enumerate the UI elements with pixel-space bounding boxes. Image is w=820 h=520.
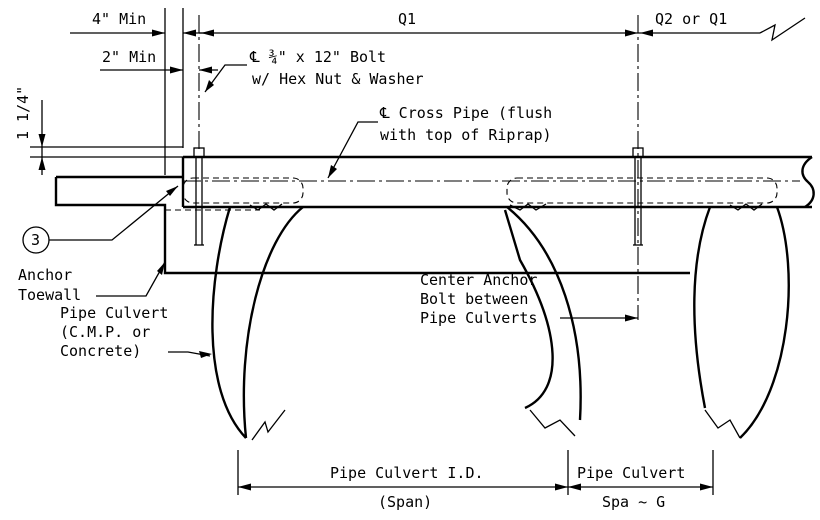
- pipe-culvert-spacing-label: Pipe Culvert: [577, 464, 685, 482]
- pipe-id-label: Pipe Culvert I.D.: [330, 464, 484, 482]
- culvert-leader-arrow: [199, 351, 212, 358]
- culvert-right-bottom-break: [704, 409, 741, 439]
- cross-pipe-callout-line2: with top of Riprap): [380, 126, 552, 144]
- center-anchor-line1: Center Anchor: [420, 271, 537, 289]
- note-3-leader: [49, 185, 179, 241]
- culvert-mid-inner: [503, 209, 554, 410]
- toewall: [54, 140, 690, 275]
- culvert-mid-break: [509, 203, 547, 211]
- culvert-openings: [182, 177, 778, 204]
- culvert-right-break: [729, 203, 763, 211]
- culvert-label-line1: Pipe Culvert: [60, 304, 168, 322]
- culvert-mid-outer: [506, 206, 582, 421]
- bolts: [193, 147, 644, 246]
- cross-pipe-break: [801, 156, 815, 209]
- bolt-left-nut: [193, 147, 205, 158]
- span-arrow-right: [555, 483, 568, 491]
- spacing-label: Spa ~ G: [602, 493, 665, 511]
- culvert-label-line2: (C.M.P. or: [60, 323, 150, 341]
- min2-arrow: [170, 66, 183, 74]
- riprap-dimension: 1 1/4": [14, 86, 183, 175]
- center-anchor-arrow: [625, 314, 638, 322]
- span-arrow-left: [238, 483, 251, 491]
- min4-arrow: [152, 29, 165, 37]
- opening-left: [182, 177, 304, 204]
- bolt-callout-line2: w/ Hex Nut & Washer: [252, 70, 424, 88]
- min2-label: 2" Min: [102, 48, 156, 66]
- cross-pipe-callout-line1: ℄ Cross Pipe (flush: [379, 104, 552, 122]
- riprap-arrow-top: [38, 134, 46, 147]
- cross-pipe-leader-arrow: [328, 165, 337, 178]
- anchor-leader: [96, 261, 166, 297]
- bolt-leader-arrow: [205, 80, 214, 92]
- callouts: ℄ ¾" x 12" Bolt w/ Hex Nut & Washer ℄ Cr…: [18, 48, 638, 360]
- culvert-left-bottom-break: [251, 409, 286, 441]
- riprap-arrow-bottom: [38, 157, 46, 170]
- anchor-label-line2: Toewall: [18, 286, 81, 304]
- q2-label: Q2 or Q1: [655, 10, 727, 28]
- q1-label: Q1: [398, 10, 416, 28]
- culvert-left-break: [249, 203, 283, 211]
- min2-arrow-right: [199, 66, 212, 74]
- culvert-label-line3: Concrete): [60, 342, 141, 360]
- culvert-left-inner: [242, 206, 304, 439]
- min4-label: 4" Min: [92, 10, 146, 28]
- q1-arrow-right: [625, 29, 638, 37]
- spacing-arrow-left: [568, 483, 581, 491]
- note-3-number: 3: [31, 231, 40, 249]
- bolt-callout-line1: ℄ ¾" x 12" Bolt: [249, 48, 386, 66]
- opening-right: [506, 177, 778, 204]
- bolt-right-nut: [632, 147, 644, 158]
- pipe-culverts: [211, 203, 790, 441]
- culvert-right-outer: [739, 206, 790, 439]
- riprap-dim-label: 1 1/4": [14, 86, 32, 140]
- culvert-left-outer: [211, 206, 247, 439]
- span-label: (Span): [378, 493, 432, 511]
- culvert-mid-bottom-break: [529, 409, 576, 437]
- q2-break-symbol: [759, 17, 806, 42]
- top-dimensions: 4" Min Q1 Q2 or Q1 2" Min: [70, 8, 806, 320]
- q1-arrow-left: [201, 29, 214, 37]
- anchor-label-line1: Anchor: [18, 266, 72, 284]
- q2-arrow-left: [640, 29, 653, 37]
- note-3-arrow: [166, 186, 178, 196]
- bottom-dimensions: Pipe Culvert I.D. (Span) Pipe Culvert Sp…: [237, 450, 714, 511]
- culvert-right-inner: [693, 206, 712, 409]
- min4-arrow-right: [183, 29, 196, 37]
- cross-pipe: [181, 155, 815, 209]
- center-anchor-line3: Pipe Culverts: [420, 309, 537, 327]
- spacing-arrow-right: [700, 483, 713, 491]
- cross-pipe-leader: [327, 121, 378, 179]
- toewall-outline: [54, 177, 690, 275]
- center-anchor-line2: Bolt between: [420, 290, 528, 308]
- anchor-leader-arrow: [157, 262, 165, 275]
